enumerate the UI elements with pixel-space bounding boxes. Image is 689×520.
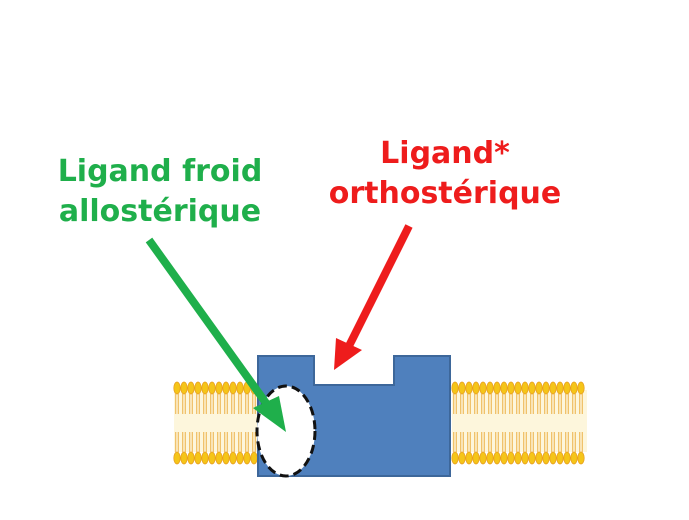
phospholipid <box>486 381 494 414</box>
phospholipid <box>528 381 536 414</box>
lipid-bilayer-left <box>173 381 261 465</box>
orthosteric-label-line2: orthostérique <box>328 176 562 211</box>
allosteric-label-line1: Ligand froid <box>57 154 263 189</box>
phospholipid <box>556 381 564 414</box>
phospholipid <box>514 432 522 465</box>
phospholipid <box>542 381 550 414</box>
allosteric-ligand-label: Ligand froid allostérique <box>30 152 290 232</box>
phospholipid <box>528 432 536 465</box>
phospholipid <box>479 432 487 465</box>
phospholipid <box>194 432 202 465</box>
phospholipid <box>243 432 251 465</box>
phospholipid <box>229 432 237 465</box>
phospholipid <box>493 381 501 414</box>
phospholipid <box>208 381 216 414</box>
phospholipid <box>577 381 585 414</box>
phospholipid <box>222 381 230 414</box>
phospholipid <box>535 432 543 465</box>
allosteric-label-line2: allostérique <box>58 194 262 229</box>
phospholipid <box>451 432 459 465</box>
phospholipid <box>472 381 480 414</box>
phospholipid <box>173 432 181 465</box>
phospholipid <box>514 381 522 414</box>
phospholipid <box>535 381 543 414</box>
phospholipid <box>486 432 494 465</box>
allosteric-arrow <box>145 237 286 432</box>
phospholipid <box>472 432 480 465</box>
phospholipid <box>222 432 230 465</box>
phospholipid <box>549 432 557 465</box>
phospholipid <box>542 432 550 465</box>
phospholipid <box>194 381 202 414</box>
phospholipid <box>458 381 466 414</box>
orthosteric-label-line1: Ligand* <box>380 136 510 171</box>
phospholipid <box>577 432 585 465</box>
phospholipid <box>201 381 209 414</box>
orthosteric-arrow <box>334 224 413 370</box>
phospholipid <box>215 381 223 414</box>
phospholipid <box>187 381 195 414</box>
phospholipid <box>208 432 216 465</box>
phospholipid <box>479 381 487 414</box>
phospholipid <box>451 381 459 414</box>
phospholipid <box>229 381 237 414</box>
phospholipid <box>570 381 578 414</box>
phospholipid <box>500 432 508 465</box>
phospholipid <box>215 432 223 465</box>
phospholipid <box>187 432 195 465</box>
phospholipid <box>563 381 571 414</box>
phospholipid <box>201 432 209 465</box>
phospholipid <box>493 432 501 465</box>
orthosteric-ligand-label: Ligand* orthostérique <box>320 134 570 214</box>
phospholipid <box>563 432 571 465</box>
phospholipid <box>521 432 529 465</box>
phospholipid <box>570 432 578 465</box>
phospholipid <box>250 432 258 465</box>
phospholipid <box>507 432 515 465</box>
phospholipid <box>465 381 473 414</box>
phospholipid <box>556 432 564 465</box>
phospholipid <box>549 381 557 414</box>
lipid-bilayer-right <box>451 381 587 465</box>
phospholipid <box>180 432 188 465</box>
phospholipid <box>465 432 473 465</box>
phospholipid <box>236 432 244 465</box>
phospholipid <box>173 381 181 414</box>
phospholipid <box>180 381 188 414</box>
phospholipid <box>236 381 244 414</box>
phospholipid <box>521 381 529 414</box>
phospholipid <box>458 432 466 465</box>
phospholipid <box>507 381 515 414</box>
phospholipid <box>500 381 508 414</box>
